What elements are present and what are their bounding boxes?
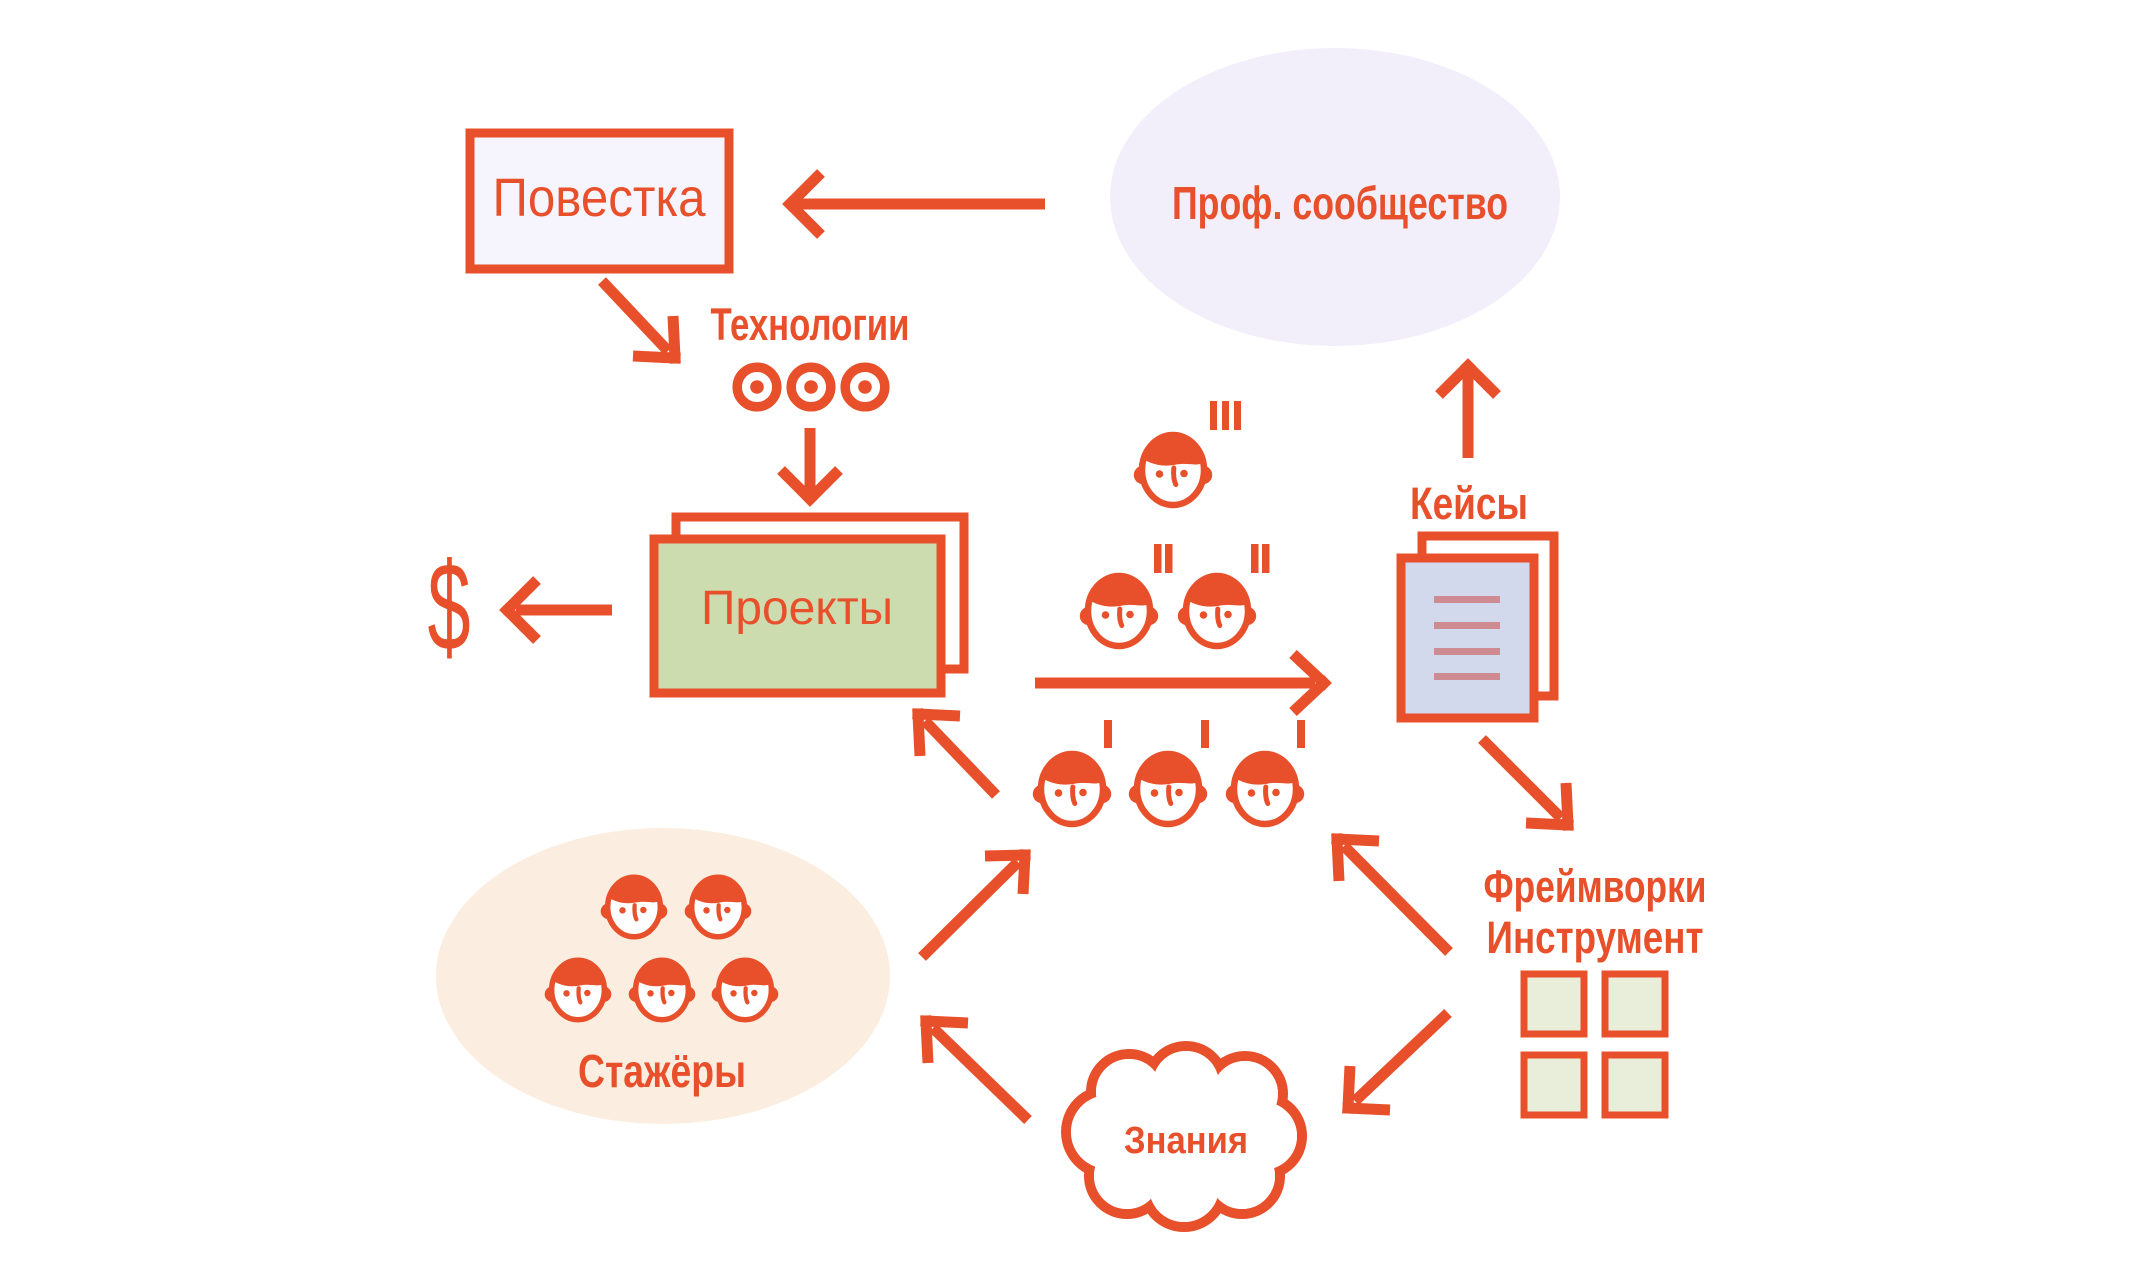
svg-text:$: $ <box>427 538 470 677</box>
svg-text:Знания: Знания <box>1124 1120 1248 1162</box>
svg-text:Проекты: Проекты <box>701 582 893 635</box>
svg-text:Проф. сообщество: Проф. сообщество <box>1172 177 1508 229</box>
svg-text:Повестка: Повестка <box>493 168 707 228</box>
svg-text:Технологии: Технологии <box>711 299 910 350</box>
svg-text:Инструмент: Инструмент <box>1487 912 1704 963</box>
svg-text:Кейсы: Кейсы <box>1410 478 1528 529</box>
svg-text:Фреймворки: Фреймворки <box>1484 861 1707 912</box>
svg-text:Стажёры: Стажёры <box>578 1045 746 1097</box>
